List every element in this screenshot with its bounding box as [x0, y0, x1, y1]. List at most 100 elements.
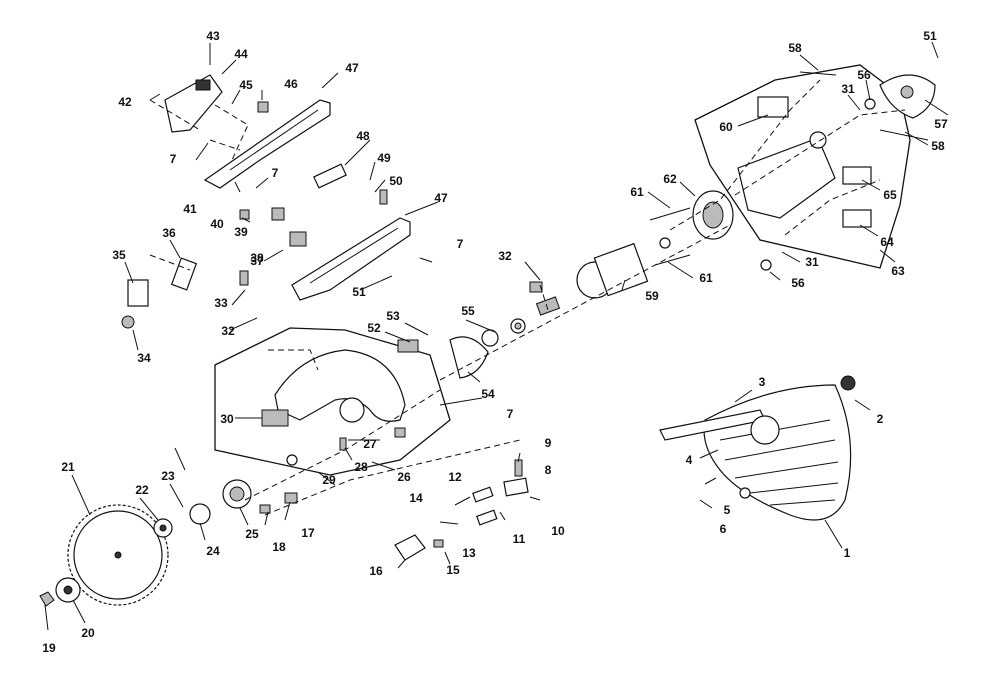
- outer-flange: [55, 577, 81, 603]
- callout-22: 22: [135, 483, 149, 497]
- upper-blade-guard: [261, 349, 406, 466]
- saw-blade: [67, 504, 169, 606]
- callout-7a: 7: [170, 152, 177, 166]
- small-handle-parts: [121, 101, 388, 329]
- callout-55: 55: [461, 304, 475, 318]
- callout-60: 60: [719, 120, 733, 134]
- callout-9: 9: [545, 436, 552, 450]
- brush-retainers: [649, 71, 929, 266]
- callout-3: 3: [759, 375, 766, 389]
- motor-end-cap: [760, 74, 936, 271]
- callout-27: 27: [363, 437, 377, 451]
- callout-31b: 31: [805, 255, 819, 269]
- motor-housing: [737, 96, 872, 228]
- callout-7b: 7: [272, 166, 279, 180]
- lock-button: [394, 534, 444, 561]
- spindle-lock: [472, 459, 529, 526]
- callout-54: 54: [481, 387, 495, 401]
- callout-39: 39: [234, 225, 248, 239]
- callout-31a: 31: [841, 82, 855, 96]
- callout-19: 19: [42, 641, 56, 655]
- callout-16: 16: [369, 564, 383, 578]
- callout-5: 5: [724, 503, 731, 517]
- callout-47b: 47: [434, 191, 448, 205]
- callout-23: 23: [161, 469, 175, 483]
- callout-59: 59: [645, 289, 659, 303]
- callout-57: 57: [934, 117, 948, 131]
- callout-53: 53: [386, 309, 400, 323]
- callout-36: 36: [162, 226, 176, 240]
- motor-stator: [659, 190, 734, 249]
- callout-7c: 7: [457, 237, 464, 251]
- callout-24: 24: [206, 544, 220, 558]
- callout-47a: 47: [345, 61, 359, 75]
- callout-17: 17: [301, 526, 315, 540]
- callout-46: 46: [284, 77, 298, 91]
- callout-40: 40: [210, 217, 224, 231]
- callout-41: 41: [183, 202, 197, 216]
- callout-51a: 51: [352, 285, 366, 299]
- callout-35: 35: [112, 248, 126, 262]
- blade-bolt: [39, 591, 55, 607]
- handle-left-half: [203, 99, 331, 189]
- callout-64: 64: [880, 235, 894, 249]
- callout-37: 37: [250, 254, 264, 268]
- callout-7d: 7: [507, 407, 514, 421]
- callout-56b: 56: [791, 276, 805, 290]
- callout-38-visible: 38: [250, 251, 264, 265]
- callout-30: 30: [220, 412, 234, 426]
- callout-43: 43: [206, 29, 220, 43]
- callout-61a: 61: [630, 185, 644, 199]
- trigger-switch: [313, 163, 347, 189]
- callout-58a: 58: [788, 41, 802, 55]
- callout-42: 42: [118, 95, 132, 109]
- callout-34: 34: [137, 351, 151, 365]
- callout-29: 29: [322, 473, 336, 487]
- callout-58b: 58: [931, 139, 945, 153]
- callout-2: 2: [877, 412, 884, 426]
- callout-33: 33: [214, 296, 228, 310]
- callout-14: 14: [409, 491, 423, 505]
- handle-grip: [164, 74, 223, 133]
- callout-62: 62: [663, 172, 677, 186]
- callout-6: 6: [720, 522, 727, 536]
- callout-12: 12: [448, 470, 462, 484]
- armature-bearing: [481, 318, 526, 347]
- lower-blade-guard: [659, 375, 856, 521]
- brush-holder: [397, 336, 489, 379]
- callout-13: 13: [462, 546, 476, 560]
- callout-32b: 32: [498, 249, 512, 263]
- callout-51b: 51: [923, 29, 937, 43]
- callout-10: 10: [551, 524, 565, 538]
- callout-61b: 61: [699, 271, 713, 285]
- leader-lines: [44, 41, 949, 631]
- callout-56a: 56: [857, 68, 871, 82]
- callout-18: 18: [272, 540, 286, 554]
- callout-52: 52: [367, 321, 381, 335]
- callout-20: 20: [81, 626, 95, 640]
- callout-63: 63: [891, 264, 905, 278]
- callout-50: 50: [389, 174, 403, 188]
- inner-flange: [153, 518, 173, 538]
- callout-28: 28: [354, 460, 368, 474]
- armature: [529, 242, 649, 316]
- handle-right-half: [291, 217, 411, 301]
- motor-housing-assembly-outline: [694, 64, 911, 269]
- callout-1: 1: [844, 546, 851, 560]
- callout-26: 26: [397, 470, 411, 484]
- callout-65: 65: [883, 188, 897, 202]
- callout-49: 49: [377, 151, 391, 165]
- callout-8: 8: [545, 463, 552, 477]
- callout-21: 21: [61, 460, 75, 474]
- callout-15: 15: [446, 563, 460, 577]
- callout-45: 45: [239, 78, 253, 92]
- callout-32a: 32: [221, 324, 235, 338]
- callout-11: 11: [513, 532, 526, 546]
- callout-labels: 1 2 3 4 5 6 7 7 7 7 8 9 10 11 12 13 14 1…: [42, 29, 948, 655]
- callout-48: 48: [356, 129, 370, 143]
- callout-4: 4: [686, 453, 693, 467]
- spindle-parts: [189, 479, 298, 525]
- callout-25: 25: [245, 527, 259, 541]
- callout-44: 44: [234, 47, 248, 61]
